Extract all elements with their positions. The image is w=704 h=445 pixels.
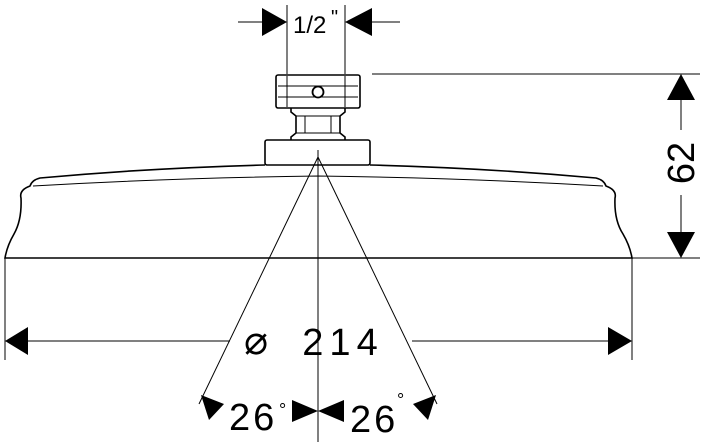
angle-dimension: 26 ° 26 °: [201, 390, 436, 441]
spray-line-left: [198, 156, 319, 405]
neck-right-profile: [339, 108, 346, 140]
diameter-arrow-left: [5, 327, 28, 355]
angle-right-degree: °: [397, 390, 404, 410]
spray-line-right: [317, 156, 438, 405]
connector-nut: [275, 74, 361, 109]
height-arrow-bottom: [667, 232, 695, 258]
height-arrow-top: [667, 74, 695, 100]
angle-left-degree: °: [279, 400, 286, 420]
diameter-dimension: ⌀ 214: [4, 258, 633, 364]
angle-left-label: 26: [229, 397, 277, 439]
thread-arrow-left: [262, 8, 287, 36]
diameter-label: 214: [302, 322, 383, 364]
thread-dimension: 1/2 ": [238, 5, 400, 74]
diameter-arrow-right: [608, 327, 632, 355]
thread-size-label: 1/2: [293, 12, 326, 39]
neck-left-profile: [290, 108, 297, 140]
angle-arrow-center-right: [318, 400, 344, 422]
nut-hole: [311, 85, 325, 99]
diameter-symbol: ⌀: [244, 319, 268, 363]
angle-right-label: 26: [350, 399, 398, 441]
angle-arrow-outer-left: [201, 395, 224, 420]
neck: [290, 108, 346, 140]
height-dimension: 62: [372, 73, 703, 259]
height-label: 62: [661, 142, 703, 184]
thread-inch-mark: ": [331, 7, 338, 29]
angle-arrow-outer-right: [413, 395, 436, 420]
nut-body: [275, 74, 361, 109]
spray-angle-lines: [198, 156, 438, 405]
angle-arrow-center-left: [292, 400, 318, 422]
thread-arrow-right: [345, 8, 372, 36]
